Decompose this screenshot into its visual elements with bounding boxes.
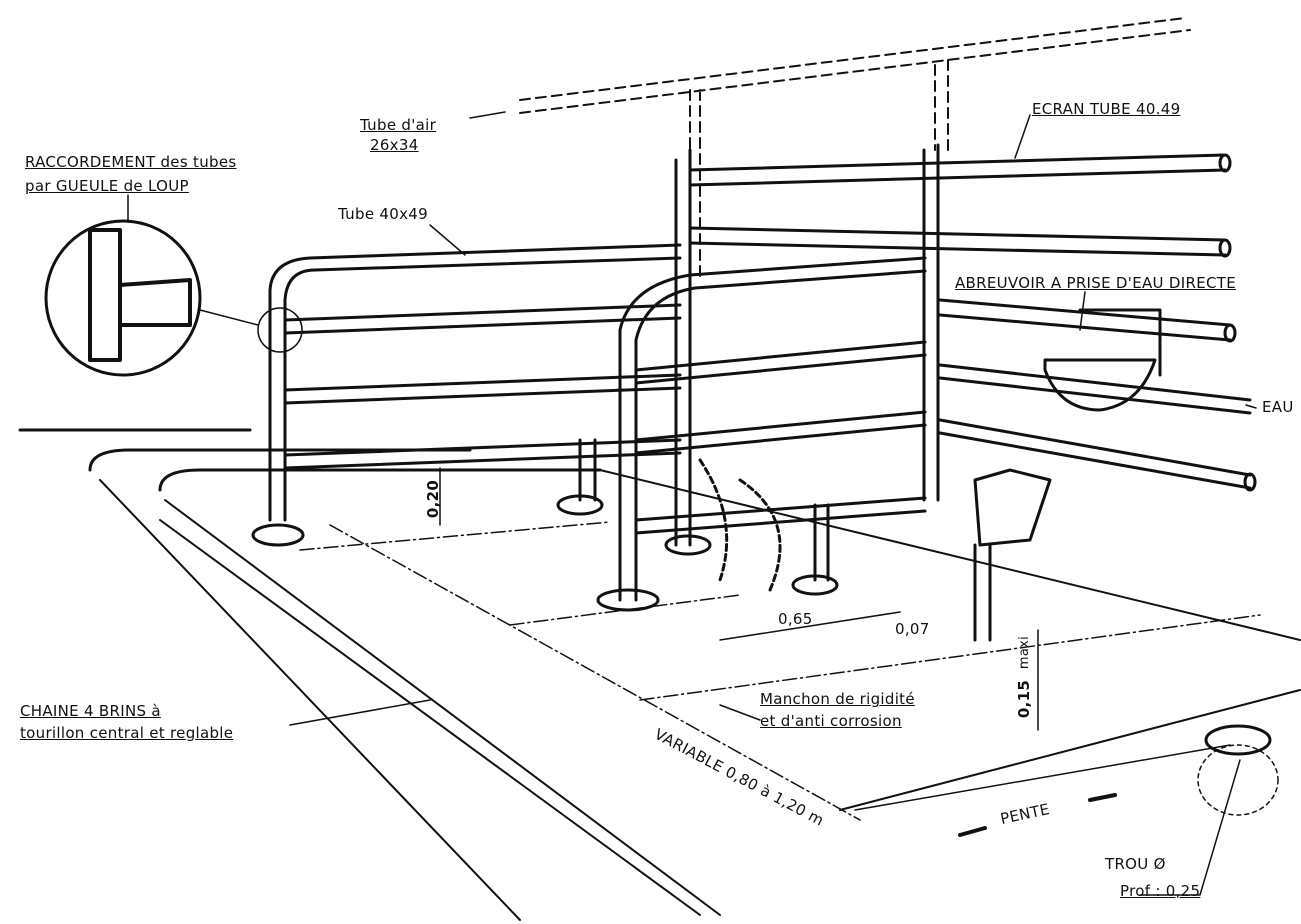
center-post xyxy=(674,148,692,547)
drain xyxy=(1204,724,1272,756)
left-rail-2 xyxy=(283,373,682,405)
foot-1 xyxy=(251,523,305,547)
screen-tube-1 xyxy=(688,153,1227,187)
tube-air-size-label: 26x34 xyxy=(370,136,419,154)
abreuvoir-label: ABREUVOIR A PRISE D'EAU DIRECTE xyxy=(955,274,1236,292)
right-post xyxy=(922,143,940,502)
platform-right xyxy=(599,469,1301,811)
curb-front xyxy=(99,479,721,921)
detail-circle xyxy=(44,219,202,377)
screen-tube-3 xyxy=(938,298,1232,342)
trou-label: TROU Ø xyxy=(1105,855,1166,873)
left-frame xyxy=(268,243,682,522)
manchon-label-1: Manchon de rigidité xyxy=(760,690,915,708)
tube-air-label: Tube d'air xyxy=(360,116,437,134)
tube-4049-label: Tube 40x49 xyxy=(338,205,428,223)
screen-tube-5 xyxy=(938,418,1252,490)
dim-max-label: maxi xyxy=(1017,635,1033,670)
left-rail-1 xyxy=(283,303,682,335)
chaine-label-1: CHAINE 4 BRINS à xyxy=(20,702,161,720)
raccordement-label-2: par GUEULE de LOUP xyxy=(25,177,189,195)
water-bowl xyxy=(1043,358,1157,412)
dim-065-label: 0,65 xyxy=(778,610,813,628)
front-loop xyxy=(618,256,927,602)
neck-bracket xyxy=(973,468,1052,547)
dim-007-label: 0,07 xyxy=(895,620,930,638)
chain xyxy=(698,458,782,592)
manchon-label-2: et d'anti corrosion xyxy=(760,712,902,730)
dim-015-label: 0,15 xyxy=(1015,679,1034,719)
eau-label: EAU xyxy=(1262,398,1294,416)
curb-edge xyxy=(18,428,602,492)
dim-020-label: 0,20 xyxy=(424,479,443,519)
raccordement-label-1: RACCORDEMENT des tubes xyxy=(25,153,237,171)
chaine-label-2: tourillon central et reglable xyxy=(20,724,234,742)
screen-tube-4 xyxy=(938,363,1252,415)
air-tube xyxy=(519,17,1191,281)
screen-tube-2 xyxy=(688,226,1227,257)
ecran-label: ECRAN TUBE 40.49 xyxy=(1032,100,1181,118)
prof-label: Prof : 0,25 xyxy=(1120,882,1201,900)
left-rail-3 xyxy=(283,438,682,470)
